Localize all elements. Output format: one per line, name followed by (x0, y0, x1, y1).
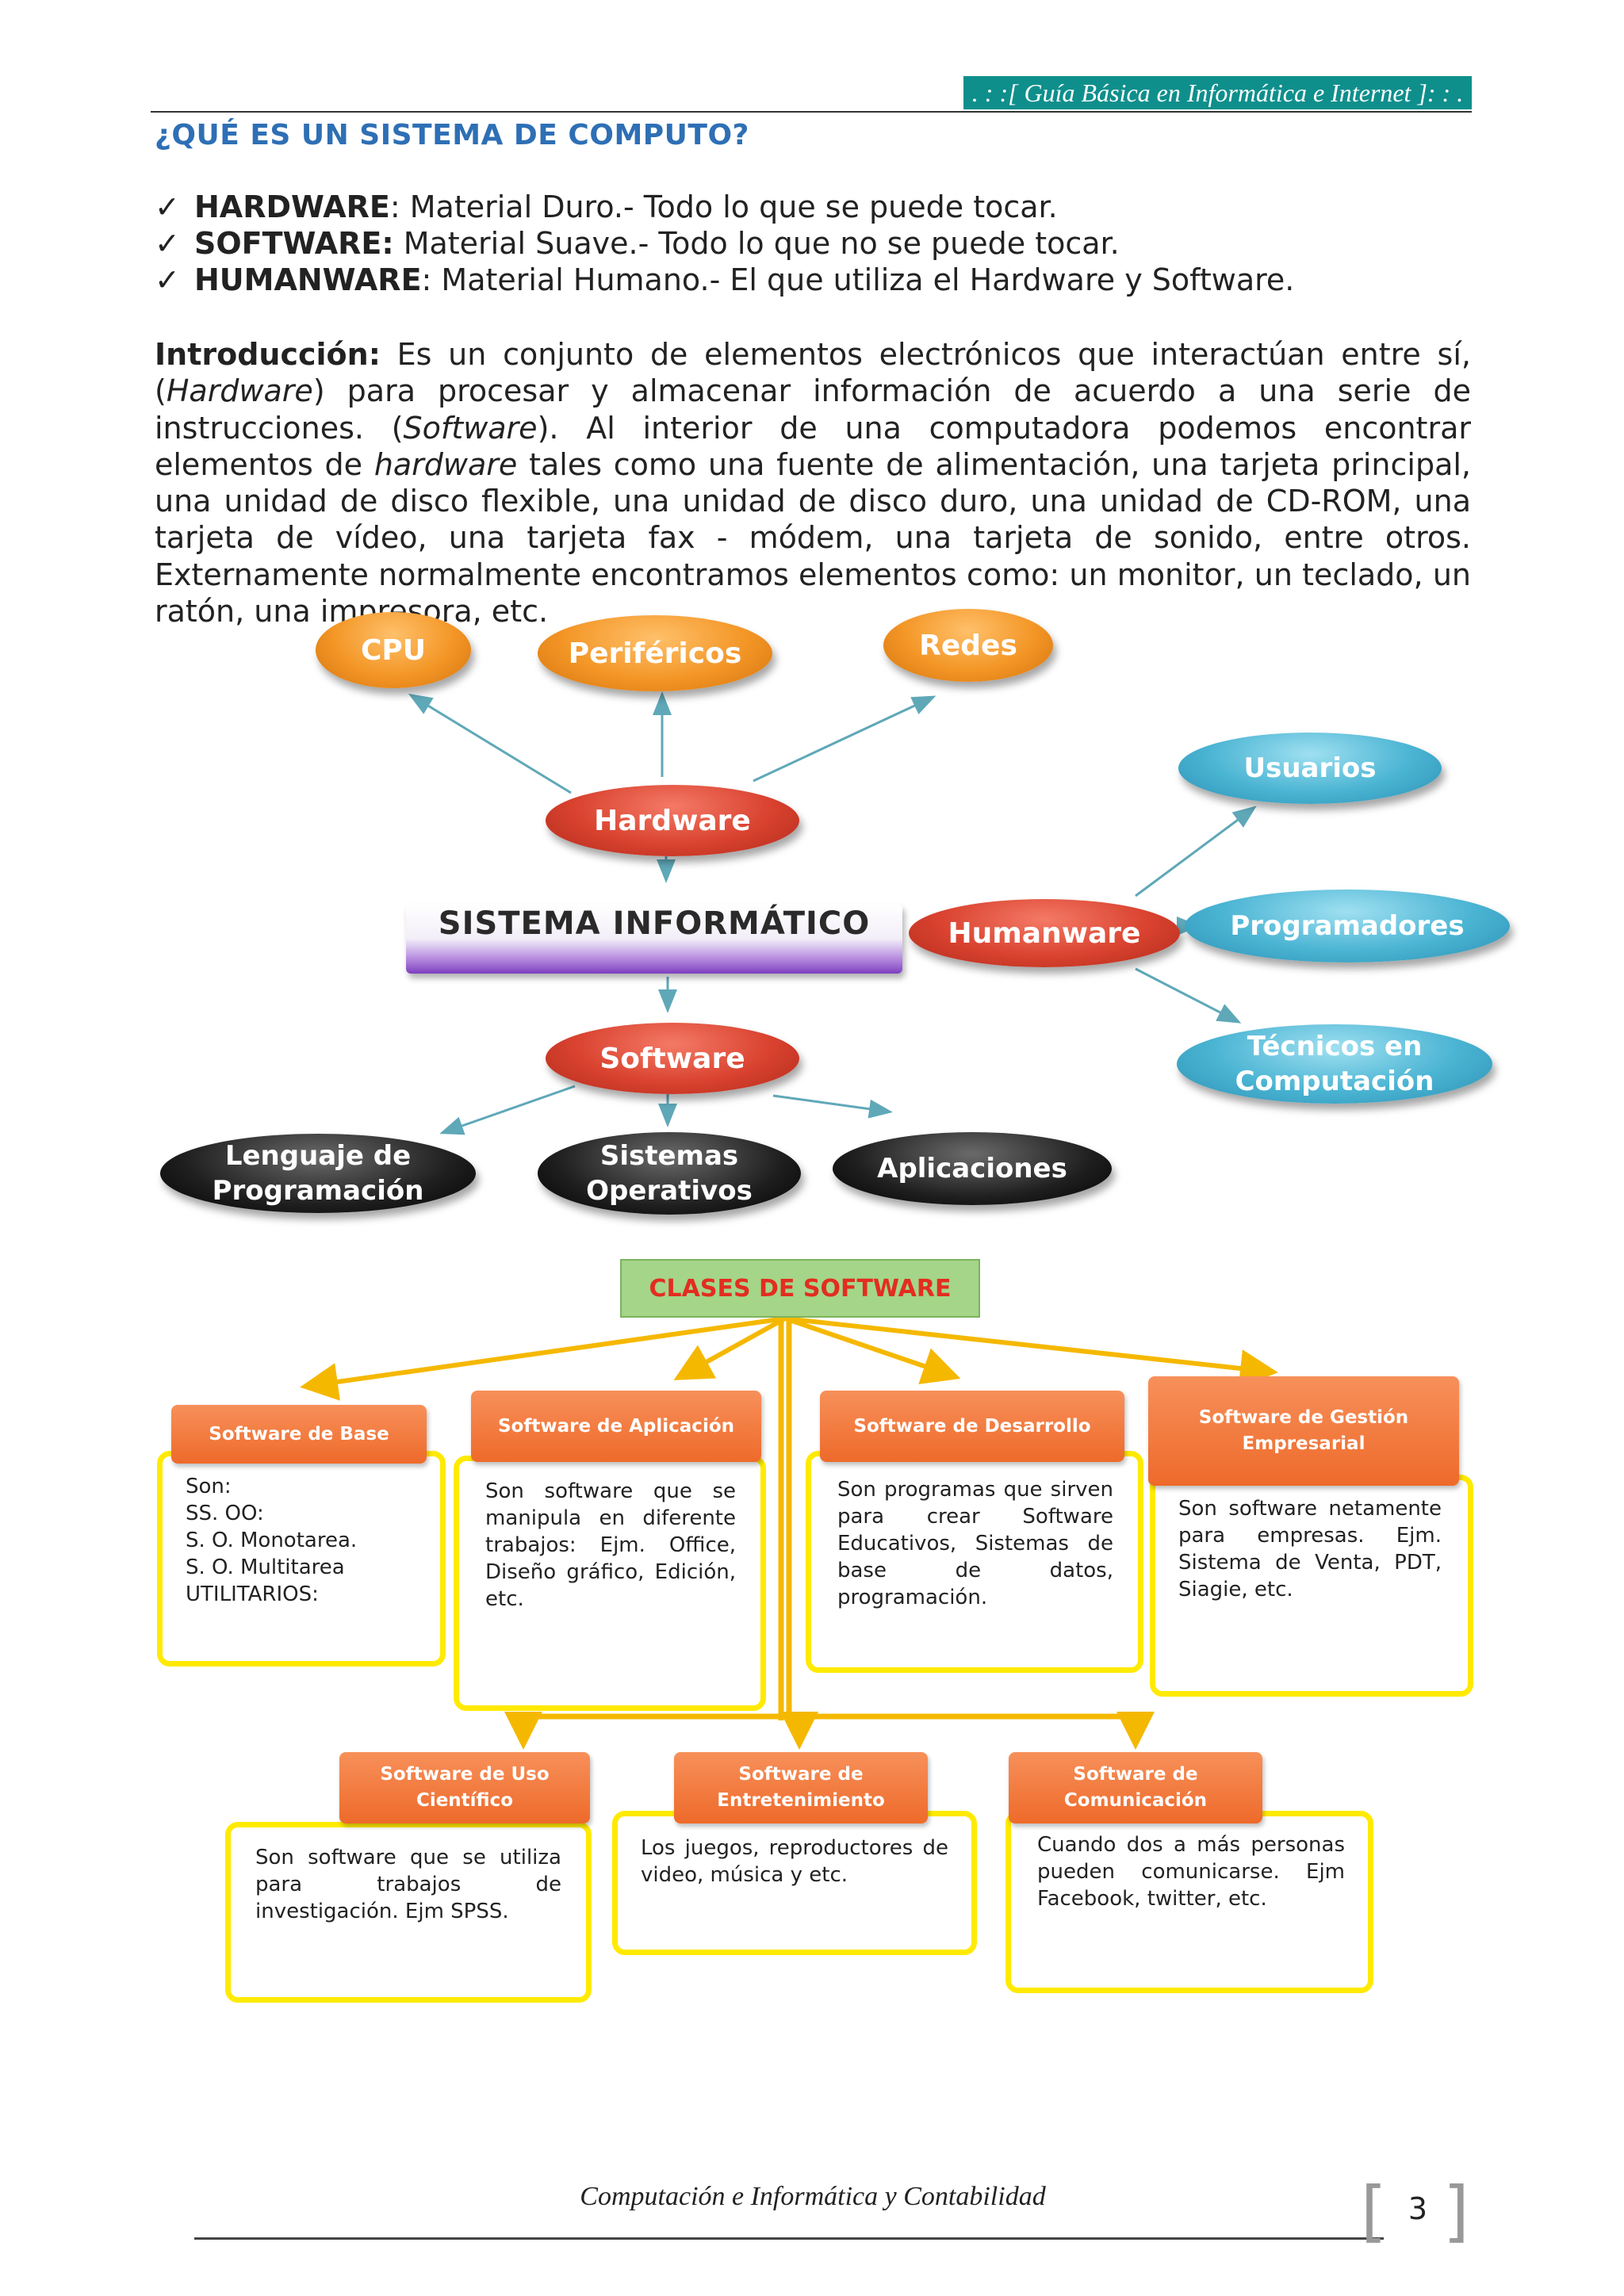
node-sistemas: Sistemas Operativos (538, 1132, 801, 1215)
node-tecnicos-line2: Computación (1235, 1066, 1434, 1097)
software-cientifico-heading-line1: Software de Uso (380, 1764, 550, 1785)
bullet-text: Material Humano.- El que utiliza el Hard… (441, 262, 1295, 297)
node-programadores: Programadores (1185, 890, 1510, 962)
bullet-term: HARDWARE (194, 189, 390, 224)
node-lenguaje: Lenguaje de Programación (160, 1134, 476, 1213)
bullet-separator: : (421, 262, 442, 297)
bullet-term: SOFTWARE: (194, 226, 394, 261)
intro-paragraph: Introducción: Es un conjunto de elemento… (155, 336, 1471, 629)
system-title: SISTEMA INFORMÁTICO (438, 905, 871, 942)
right-bracket-icon: ] (1443, 2172, 1469, 2250)
software-aplicacion-text: Son software que se manipula en diferent… (485, 1479, 736, 1611)
system-box (406, 904, 902, 974)
node-lenguaje-line2: Programación (212, 1175, 424, 1207)
software-cientifico-heading-line2: Científico (416, 1790, 514, 1811)
software-gestion-text: Son software netamente para empresas. Ej… (1178, 1497, 1442, 1601)
intro-text: Es un conjunto de elementos electrónicos… (155, 337, 1471, 409)
software-aplicacion-heading: Software de Aplicación (471, 1391, 761, 1462)
page-number: 3 (1408, 2191, 1428, 2226)
node-redes: Redes (883, 609, 1053, 682)
bullet-software: ✓ SOFTWARE: Material Suave.- Todo lo que … (155, 225, 1471, 262)
software-entretenimiento-heading-line1: Software de (738, 1764, 864, 1785)
bullet-list: ✓ HARDWARE: Material Duro.- Todo lo que s… (155, 189, 1471, 298)
node-perifericos: Periféricos (538, 615, 772, 691)
intro-term: hardware (373, 446, 518, 482)
software-aplicacion-box (454, 1456, 766, 1711)
software-cientifico-heading: Software de Uso Científico (339, 1752, 590, 1823)
software-comunicacion-box (1005, 1811, 1373, 1993)
software-base-heading: Software de Base (171, 1405, 427, 1464)
node-aplicaciones: Aplicaciones (833, 1132, 1112, 1205)
intro-text: ). Al interior de una computadora podemo… (155, 410, 1471, 482)
bullet-humanware: ✓ HUMANWARE: Material Humano.- El que uti… (155, 262, 1471, 298)
check-icon: ✓ (155, 189, 180, 224)
intro-term: Hardware (166, 373, 313, 409)
software-comunicacion-heading: Software de Comunicación (1009, 1752, 1262, 1823)
node-tecnicos: Técnicos en Computación (1177, 1024, 1492, 1104)
footer-text: Computación e Informática y Contabilidad (580, 2182, 1046, 2211)
intro-text: ) para procesar y almacenar información … (155, 373, 1471, 446)
node-software: Software (546, 1023, 799, 1094)
software-desarrollo-text: Son programas que sirven para crear Soft… (837, 1478, 1113, 1609)
software-cientifico-box (225, 1822, 592, 2003)
header-banner: . : :[ Guía Básica en Informática e Inte… (963, 76, 1472, 109)
bullet-term: HUMANWARE (194, 262, 422, 297)
node-lenguaje-line1: Lenguaje de (224, 1140, 412, 1172)
software-cientifico-text: Son software que se utiliza para trabajo… (255, 1846, 561, 1923)
software-gestion-heading: Software de Gestión Empresarial (1148, 1376, 1459, 1486)
page-title: ¿QUÉ ES UN SISTEMA DE COMPUTO? (155, 119, 749, 151)
header-divider (151, 111, 1472, 113)
footer-divider (194, 2237, 1384, 2240)
check-icon: ✓ (155, 262, 180, 297)
software-entretenimiento-heading: Software de Entretenimiento (674, 1752, 928, 1823)
node-humanware: Humanware (909, 899, 1180, 967)
bullet-hardware: ✓ HARDWARE: Material Duro.- Todo lo que s… (155, 189, 1471, 225)
node-usuarios: Usuarios (1178, 733, 1442, 804)
check-icon: ✓ (155, 226, 180, 261)
software-base-text: Son: SS. OO: S. O. Monotarea. S. O. Mult… (186, 1475, 358, 1606)
node-hardware: Hardware (546, 785, 799, 856)
bullet-text: Material Suave.- Todo lo que no se puede… (403, 226, 1120, 261)
software-entretenimiento-heading-line2: Entretenimiento (717, 1790, 885, 1811)
node-tecnicos-line1: Técnicos en (1247, 1031, 1423, 1062)
bullet-text: Material Duro.- Todo lo que se puede toc… (409, 189, 1058, 224)
intro-term: Software (403, 410, 538, 446)
software-base-box (157, 1451, 446, 1667)
software-entretenimiento-box (612, 1811, 977, 1955)
intro-text: tales como una fuente de alimentación, u… (155, 446, 1472, 629)
intro-label: Introducción: (155, 337, 381, 372)
left-bracket-icon: [ (1361, 2172, 1387, 2250)
software-desarrollo-heading: Software de Desarrollo (820, 1391, 1124, 1462)
software-gestion-heading-line1: Software de Gestión (1198, 1407, 1409, 1428)
node-cpu: CPU (316, 612, 471, 688)
clases-software-title: CLASES DE SOFTWARE (620, 1259, 980, 1318)
software-comunicacion-heading-line2: Comunicación (1063, 1790, 1208, 1811)
software-entretenimiento-text: Los juegos, reproductores de video, músi… (641, 1836, 948, 1887)
node-sistemas-line1: Sistemas (599, 1140, 739, 1172)
software-comunicacion-heading-line1: Software de (1073, 1764, 1198, 1785)
bullet-separator: : (389, 189, 410, 224)
software-comunicacion-text: Cuando dos a más personas pueden comunic… (1037, 1833, 1345, 1911)
node-sistemas-line2: Operativos (586, 1175, 753, 1207)
software-gestion-heading-line2: Empresarial (1242, 1433, 1365, 1454)
